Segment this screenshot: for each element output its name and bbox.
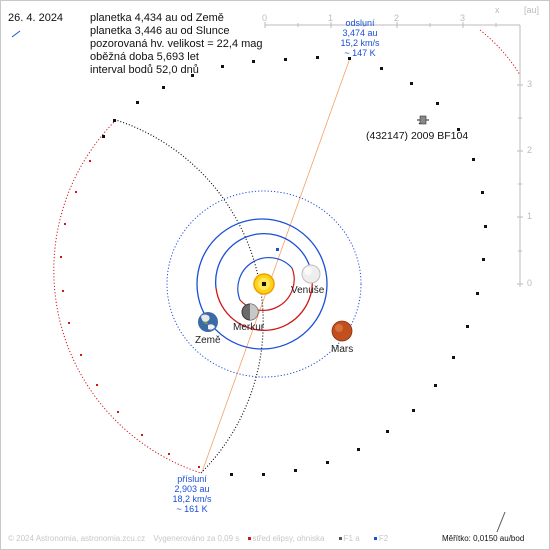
direction-indicator-icon <box>11 30 21 38</box>
earth-orbit <box>196 218 328 350</box>
aphelion-speed: 15,2 km/s <box>340 38 380 48</box>
x-axis-label: x <box>495 5 500 15</box>
orbit-points-red <box>60 160 200 468</box>
info-distance-earth: planetka 4,434 au od Země <box>90 12 224 24</box>
apsidal-line <box>201 57 351 473</box>
perihelion-distance: 2,903 au <box>174 484 210 494</box>
copyright-text: © 2024 Astronomia, astronomia.zcu.cz <box>8 534 146 543</box>
secondary-orbit-arc <box>479 29 521 76</box>
y-tick-1: 1 <box>527 211 533 221</box>
y-axis <box>517 25 523 287</box>
info-interval: interval bodů 52,0 dnů <box>90 64 199 76</box>
info-distance-sun: planetka 3,446 au od Slunce <box>90 25 230 37</box>
y-tick-2: 2 <box>527 145 533 155</box>
mercury-orbit-near <box>237 257 293 301</box>
mercury-icon <box>241 303 259 321</box>
x-tick-2: 2 <box>394 13 400 23</box>
info-magnitude: pozorovaná hv. velikost = 22,4 mag <box>90 38 263 50</box>
info-period: oběžná doba 5,693 let <box>90 51 199 63</box>
aphelion-label: odsluní 3,474 au 15,2 km/s ~ 147 K <box>334 18 386 58</box>
mars-icon <box>331 320 353 342</box>
aphelion-distance: 3,474 au <box>342 28 378 38</box>
perihelion-speed: 18,2 km/s <box>172 494 212 504</box>
asteroid-orbit-near <box>53 119 202 474</box>
venus-orbit-near <box>214 233 313 289</box>
x-tick-3: 3 <box>460 13 466 23</box>
scale-label: Měřítko: 0,0150 au/bod <box>442 534 525 543</box>
asteroid-name: (432147) 2009 BF104 <box>366 130 469 142</box>
sun-icon <box>253 273 275 295</box>
corner-stroke <box>496 511 506 533</box>
mars-label: Mars <box>331 344 354 355</box>
mercury-label: Merkur <box>233 322 265 333</box>
perihelion-title: přísluní <box>177 474 207 484</box>
perihelion-temp: ~ 161 K <box>176 504 208 514</box>
y-tick-3: 3 <box>527 79 533 89</box>
venus-label: Venuše <box>291 285 325 296</box>
earth-icon <box>198 312 218 332</box>
legend-f1-label: F1 a <box>343 534 360 543</box>
legend-f2: F2 <box>373 534 394 543</box>
earth-label: Země <box>195 335 221 346</box>
x-axis <box>264 22 520 28</box>
venus-icon <box>301 264 321 284</box>
mars-orbit <box>166 190 362 378</box>
orbit-points <box>102 56 487 476</box>
asteroid-orbit-far <box>115 119 264 474</box>
footer: © 2024 Astronomia, astronomia.zcu.cz Vyg… <box>8 534 400 543</box>
aphelion-title: odsluní <box>345 18 375 28</box>
legend-f2-label: F2 <box>378 534 389 543</box>
x-tick-1: 1 <box>328 13 334 23</box>
legend-center: střed elipsy, ohniska <box>247 534 331 543</box>
legend-f1: F1 a <box>338 534 366 543</box>
venus-orbit-far <box>215 275 314 331</box>
x-tick-0: 0 <box>262 13 268 23</box>
y-tick-0: 0 <box>527 278 533 288</box>
legend-center-label: střed elipsy, ohniska <box>252 534 325 543</box>
date-label: 26. 4. 2024 <box>8 12 64 24</box>
unit-label: [au] <box>524 5 540 15</box>
perihelion-label: přísluní 2,903 au 18,2 km/s ~ 161 K <box>166 474 218 514</box>
aphelion-temp: ~ 147 K <box>344 48 376 58</box>
generated-text: Vygenerováno za 0,09 s <box>153 534 240 543</box>
asteroid-icon <box>417 115 429 125</box>
